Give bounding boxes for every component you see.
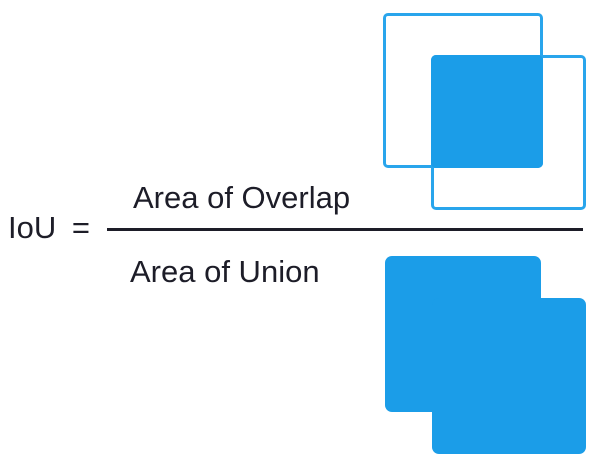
- fraction-bar: [107, 228, 583, 231]
- iou-label: IoU =: [8, 210, 90, 245]
- intersection-fill: [431, 55, 543, 168]
- denominator-label: Area of Union: [130, 254, 320, 289]
- union-box-b: [432, 298, 586, 454]
- numerator-label: Area of Overlap: [133, 180, 351, 215]
